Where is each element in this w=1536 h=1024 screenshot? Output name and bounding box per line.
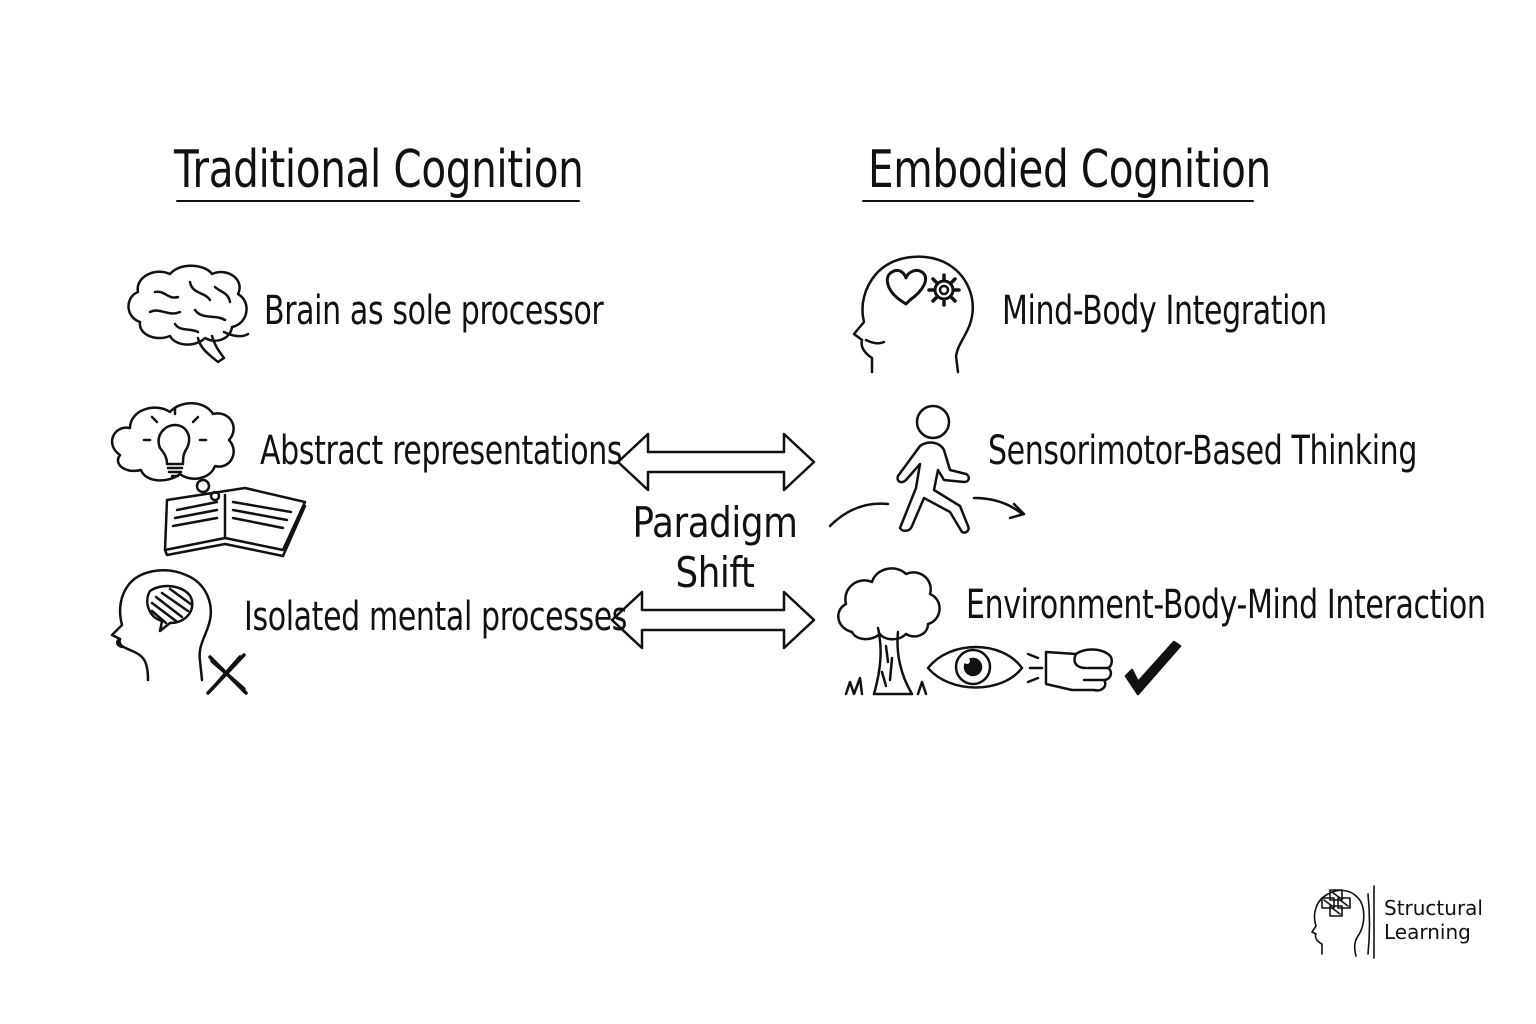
traditional-heading: Traditional Cognition bbox=[174, 140, 584, 200]
tree-eye-hand-check-icon bbox=[832, 562, 1192, 702]
embodied-item-3-label: Environment-Body-Mind Interaction bbox=[966, 582, 1486, 628]
logo-line-2: Learning bbox=[1384, 920, 1471, 944]
brain-icon bbox=[120, 262, 255, 367]
logo-line-1: Structural bbox=[1384, 896, 1483, 920]
traditional-heading-underline bbox=[176, 200, 580, 202]
traditional-item-2-label: Abstract representations bbox=[260, 428, 623, 474]
walking-person-icon bbox=[828, 402, 1030, 540]
paradigm-shift-line-1: Paradigm bbox=[632, 498, 798, 547]
traditional-item-1-label: Brain as sole processor bbox=[264, 288, 604, 334]
paradigm-shift-label: Paradigm Shift bbox=[626, 498, 805, 598]
paradigm-shift-line-2: Shift bbox=[675, 548, 755, 597]
structural-learning-logo-text: Structural Learning bbox=[1384, 896, 1483, 944]
double-arrow-lower-icon bbox=[610, 590, 816, 650]
head-heart-gear-icon bbox=[852, 248, 982, 378]
embodied-item-2-label: Sensorimotor-Based Thinking bbox=[988, 428, 1417, 474]
traditional-item-3-label: Isolated mental processes bbox=[244, 594, 628, 640]
thought-bubble-lightbulb-book-icon bbox=[105, 400, 315, 560]
embodied-heading: Embodied Cognition bbox=[868, 140, 1271, 200]
head-cross-icon bbox=[108, 565, 253, 697]
embodied-item-1-label: Mind-Body Integration bbox=[1002, 288, 1327, 334]
embodied-heading-underline bbox=[862, 200, 1254, 202]
structural-learning-logo-icon bbox=[1310, 884, 1380, 960]
double-arrow-upper-icon bbox=[616, 432, 816, 492]
